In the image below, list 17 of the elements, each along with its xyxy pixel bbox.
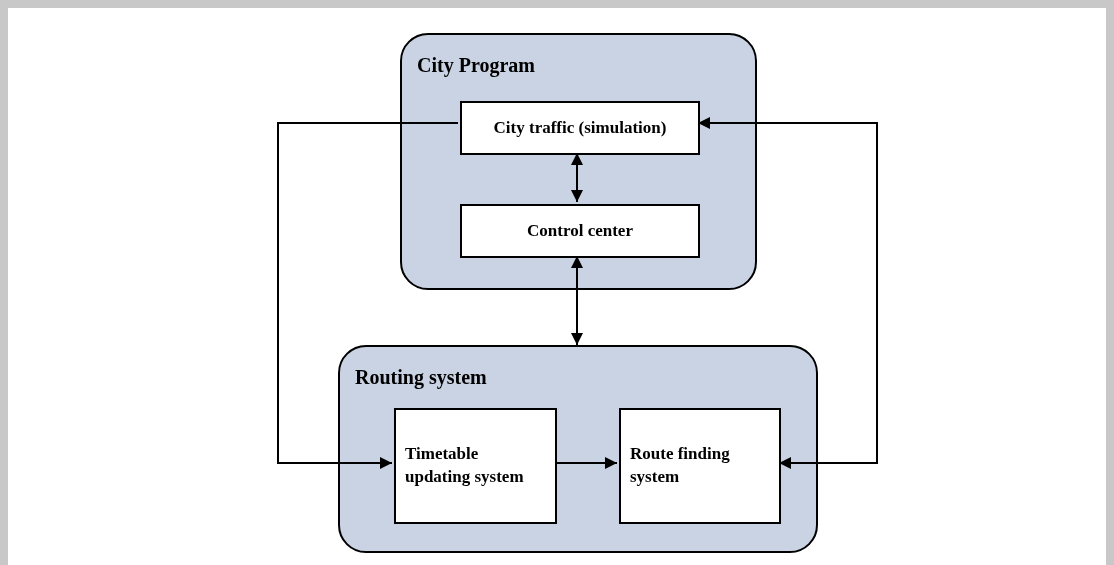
group-title: Routing system — [355, 367, 487, 387]
arrow — [697, 117, 878, 469]
process-box — [619, 408, 781, 524]
process-box — [460, 204, 700, 258]
arrow — [571, 255, 583, 346]
box-label: Route finding system — [630, 443, 731, 488]
arrow — [554, 457, 618, 469]
arrow — [571, 152, 583, 203]
box-label: Control center — [527, 219, 633, 242]
arrow — [277, 122, 459, 469]
group-panel — [338, 345, 818, 553]
process-box — [394, 408, 557, 524]
box-label: City traffic (simulation) — [493, 116, 667, 139]
process-box — [460, 101, 700, 155]
group-panel — [400, 33, 757, 290]
group-title: City Program — [417, 55, 535, 75]
box-label: Timetable updating system — [405, 443, 525, 488]
